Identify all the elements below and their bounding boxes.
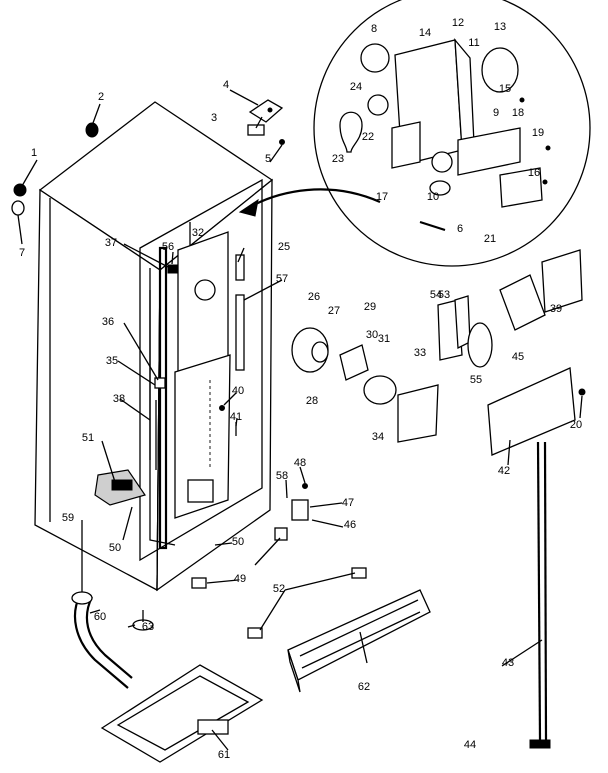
- callout-label: 30: [366, 329, 378, 341]
- callout-label: 3: [211, 112, 217, 124]
- callout-label: 18: [512, 107, 524, 119]
- callout-label: 40: [232, 385, 244, 397]
- callout-label: 13: [494, 21, 506, 33]
- leader-lines: [17, 89, 583, 751]
- callout-label: 51: [82, 432, 94, 444]
- callout-label: 15: [499, 83, 511, 95]
- callout-label: 32: [192, 227, 204, 239]
- callout-label: 1: [31, 147, 37, 159]
- callout-label: 20: [570, 419, 582, 431]
- callout-label: 63: [142, 621, 154, 633]
- callout-label: 62: [358, 681, 370, 693]
- callout-label: 47: [342, 497, 354, 509]
- callout-label: 22: [362, 131, 374, 143]
- callout-label: 6: [457, 223, 463, 235]
- callout-label: 25: [278, 241, 290, 253]
- callout-label: 35: [106, 355, 118, 367]
- callout-label: 43: [502, 657, 514, 669]
- callout-label: 5: [265, 153, 271, 165]
- callout-label: 61: [218, 749, 230, 761]
- callout-label: 58: [276, 470, 288, 482]
- callout-label: 45: [512, 351, 524, 363]
- callout-label: 26: [308, 291, 320, 303]
- callout-label: 27: [328, 305, 340, 317]
- callout-label: 17: [376, 191, 388, 203]
- callout-label: 8: [371, 23, 377, 35]
- callout-label: 7: [19, 247, 25, 259]
- callout-label: 9: [493, 107, 499, 119]
- callout-label: 46: [344, 519, 356, 531]
- callout-label: 48: [294, 457, 306, 469]
- callout-label: 57: [276, 273, 288, 285]
- callout-label: 29: [364, 301, 376, 313]
- callout-label: 12: [452, 17, 464, 29]
- callout-label: 38: [113, 393, 125, 405]
- detail-callout-circle: [238, 0, 591, 267]
- callout-label: 60: [94, 611, 106, 623]
- callout-label: 55: [470, 374, 482, 386]
- callout-label: 52: [273, 583, 285, 595]
- callout-label: 36: [102, 316, 114, 328]
- callout-label: 56: [162, 241, 174, 253]
- callout-label: 4: [223, 79, 229, 91]
- callout-label: 42: [498, 465, 510, 477]
- base-grille-and-drain-pan: [100, 567, 431, 763]
- callout-label: 53: [438, 289, 450, 301]
- callout-label: 37: [105, 237, 117, 249]
- callout-label: 39: [550, 303, 562, 315]
- callout-label: 59: [62, 512, 74, 524]
- callout-label: 41: [230, 411, 242, 423]
- callout-label: 31: [378, 333, 390, 345]
- cabinet-details: [149, 254, 245, 503]
- callout-label: 16: [528, 167, 540, 179]
- callout-label: 14: [419, 27, 431, 39]
- callout-label: 54: [430, 289, 442, 301]
- callout-label: 2: [98, 91, 104, 103]
- callout-label: 10: [427, 191, 439, 203]
- callout-label: 34: [372, 431, 384, 443]
- callout-label: 44: [464, 739, 476, 751]
- callout-label: 50: [232, 536, 244, 548]
- callout-label: 33: [414, 347, 426, 359]
- right-side-parts: [291, 249, 586, 749]
- callout-label: 24: [350, 81, 362, 93]
- callout-label: 19: [532, 127, 544, 139]
- callout-label: 21: [484, 233, 496, 245]
- callout-label: 50: [109, 542, 121, 554]
- callout-label: 49: [234, 573, 246, 585]
- evaporator-cover: [174, 231, 231, 519]
- callout-label: 23: [332, 153, 344, 165]
- callout-label: 28: [306, 395, 318, 407]
- callout-label: 11: [468, 37, 479, 49]
